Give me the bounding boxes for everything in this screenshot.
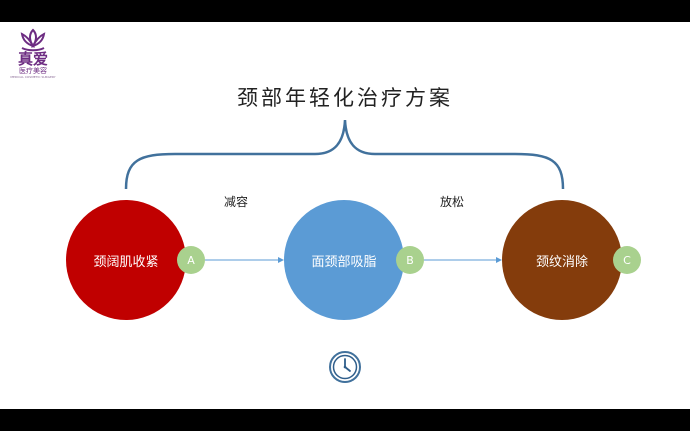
- edge-label-reduce: 减容: [224, 195, 249, 209]
- logo-name: 真爱: [17, 50, 48, 68]
- node-platysma-tightening: 颈阔肌收紧: [66, 200, 186, 320]
- logo-subtitle: 医疗美容: [19, 67, 47, 75]
- node-face-neck-liposuction: 面颈部吸脂: [284, 200, 404, 320]
- flow-connectors: [205, 257, 502, 263]
- node-badge-b: B: [396, 246, 424, 274]
- node-neck-wrinkle-removal: 颈纹消除: [502, 200, 622, 320]
- edge-label-relax: 放松: [440, 195, 465, 209]
- lotus-logo-icon: [20, 28, 46, 52]
- node-label: 颈阔肌收紧: [93, 254, 159, 270]
- node-badge-a: A: [177, 246, 205, 274]
- node-label: 颈纹消除: [535, 254, 588, 270]
- page-title: 颈部年轻化治疗方案: [237, 86, 453, 110]
- logo-english: MEDICAL COSMETIC SURGERY: [10, 75, 56, 79]
- slide: 真爱 医疗美容 MEDICAL COSMETIC SURGERY 颈部年轻化治疗…: [0, 22, 690, 409]
- brand-logo: 真爱 医疗美容 MEDICAL COSMETIC SURGERY: [8, 28, 58, 84]
- overview-brace: [124, 119, 565, 190]
- clock-icon: [329, 351, 361, 383]
- node-label: 面颈部吸脂: [311, 254, 377, 270]
- node-badge-c: C: [613, 246, 641, 274]
